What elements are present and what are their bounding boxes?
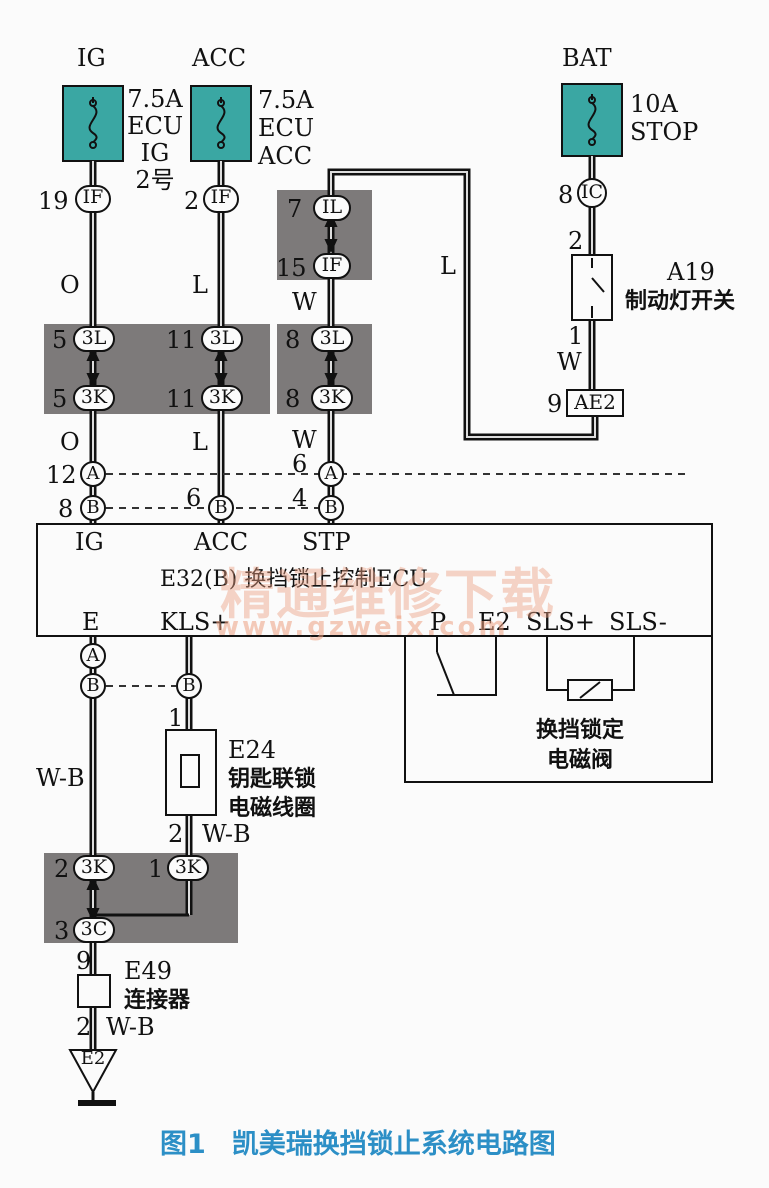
pin-11-3l: 11 <box>166 326 197 354</box>
pin-1-3k: 1 <box>148 855 164 883</box>
wire-label-o-1: O <box>60 271 80 299</box>
pin-5-3k: 5 <box>52 385 68 413</box>
pin-9-e49: 9 <box>76 947 92 975</box>
pin-7: 7 <box>287 195 303 223</box>
conn-e2-ground: E2 <box>80 1048 106 1069</box>
figure-number: 图1 <box>160 1129 206 1160</box>
solenoid-label: 换挡锁定 电磁阀 <box>535 718 624 773</box>
e49-label: E49 连接器 <box>124 957 191 1013</box>
conn-3k-e: 3K <box>80 856 108 878</box>
wire-label-w-2: W <box>292 426 317 454</box>
ecu-pin-kls: KLS+ <box>160 608 231 636</box>
pin-1-switch: 1 <box>568 322 584 350</box>
wire-label-wb-e49: W-B <box>106 1013 155 1041</box>
pin-6-b: 6 <box>186 484 202 512</box>
wire-label-o-2: O <box>60 428 80 456</box>
panel-arrows <box>86 212 338 923</box>
pin-8-3k: 8 <box>285 385 301 413</box>
connector-e49 <box>77 974 111 1008</box>
ecu-pin-ig: IG <box>75 528 104 556</box>
pin-2-switch: 2 <box>568 227 584 255</box>
label-bat-source: BAT <box>562 44 612 72</box>
pin-8-b: 8 <box>58 495 74 523</box>
watermark-text: 精通维修下载 <box>220 563 556 626</box>
label-ig-source: IG <box>77 44 106 72</box>
pin-2-coil: 2 <box>168 820 184 848</box>
wire-label-w-1: W <box>292 288 317 316</box>
pin-4: 4 <box>292 484 308 512</box>
pin-2-3k: 2 <box>54 855 70 883</box>
pin-3-3c: 3 <box>54 917 70 945</box>
wire-label-l-long: L <box>440 252 456 280</box>
wire-label-wb-coil: W-B <box>202 820 251 848</box>
conn-3l-acc: 3L <box>209 327 235 349</box>
pin-5-3l: 5 <box>52 326 68 354</box>
conn-3k-ig: 3K <box>80 386 108 408</box>
pin-1-coil: 1 <box>168 704 184 732</box>
conn-a-3: A <box>86 645 100 666</box>
pin-8-ic: 8 <box>558 181 574 209</box>
conn-if-stp: IF <box>321 254 343 276</box>
conn-3k-kls: 3K <box>174 856 202 878</box>
conn-3l-stp: 3L <box>319 327 345 349</box>
pin-11-3k: 11 <box>166 385 197 413</box>
figure-title: 凯美瑞换挡锁止系统电路图 <box>231 1129 556 1160</box>
ecu-pin-sls-minus: SLS- <box>609 608 667 636</box>
wire-stp <box>327 168 599 525</box>
pin-2-e49: 2 <box>76 1013 92 1041</box>
connector-ae2-box <box>566 389 624 417</box>
conn-if-acc: IF <box>210 186 232 208</box>
conn-a-2: A <box>324 463 338 484</box>
wire-label-l-2: L <box>192 428 208 456</box>
e24-label: E24 钥匙联锁 电磁线圈 <box>228 736 317 821</box>
pin-8-3l: 8 <box>285 326 301 354</box>
ecu-pin-e2: E2 <box>478 608 511 636</box>
pin-6-a: 6 <box>292 450 308 478</box>
ecu-box <box>36 523 713 637</box>
conn-3k-stp: 3K <box>318 386 346 408</box>
connector-shapes <box>73 178 607 943</box>
conn-b-4: B <box>86 675 100 696</box>
ecu-pin-p: P <box>430 608 447 636</box>
wire-label-wb-1: W-B <box>36 764 85 792</box>
conn-3c: 3C <box>80 918 108 940</box>
conn-if-ig: IF <box>82 186 104 208</box>
conn-b-1: B <box>86 497 100 518</box>
pin-2-acc: 2 <box>184 187 200 215</box>
wire-label-l-1: L <box>192 271 208 299</box>
ecu-pin-e: E <box>82 608 100 636</box>
ecu-pin-sls-plus: SLS+ <box>526 608 595 636</box>
conn-il: IL <box>321 196 343 218</box>
conn-ic: IC <box>580 181 604 203</box>
pin-12: 12 <box>46 461 77 489</box>
wire-label-w-switch: W <box>557 348 582 376</box>
conn-b-5: B <box>182 675 196 696</box>
a19-label: A19 制动灯开关 <box>625 258 736 314</box>
pin-9-ae2: 9 <box>547 390 563 418</box>
brake-switch-a19 <box>571 254 613 321</box>
ground-e2-symbol <box>68 1049 118 1106</box>
conn-b-3: B <box>324 497 338 518</box>
conn-ae2: AE2 <box>574 390 616 414</box>
solenoid-box <box>404 636 713 783</box>
figure-caption: 图1 凯美瑞换挡锁止系统电路图 <box>160 1122 582 1161</box>
label-acc-source: ACC <box>192 44 247 72</box>
pin-15: 15 <box>276 254 307 282</box>
ecu-pin-stp: STP <box>302 528 351 556</box>
coil-e24 <box>165 729 217 816</box>
pin-19: 19 <box>38 187 69 215</box>
ecu-pin-acc: ACC <box>194 528 249 556</box>
conn-b-2: B <box>214 497 228 518</box>
conn-a-1: A <box>86 463 100 484</box>
conn-3l-ig: 3L <box>81 327 107 349</box>
ecu-title: E32(B) 换挡锁止控制ECU <box>160 567 428 592</box>
watermark-url: www.gzweix.com <box>215 612 509 642</box>
conn-3k-acc: 3K <box>208 386 236 408</box>
